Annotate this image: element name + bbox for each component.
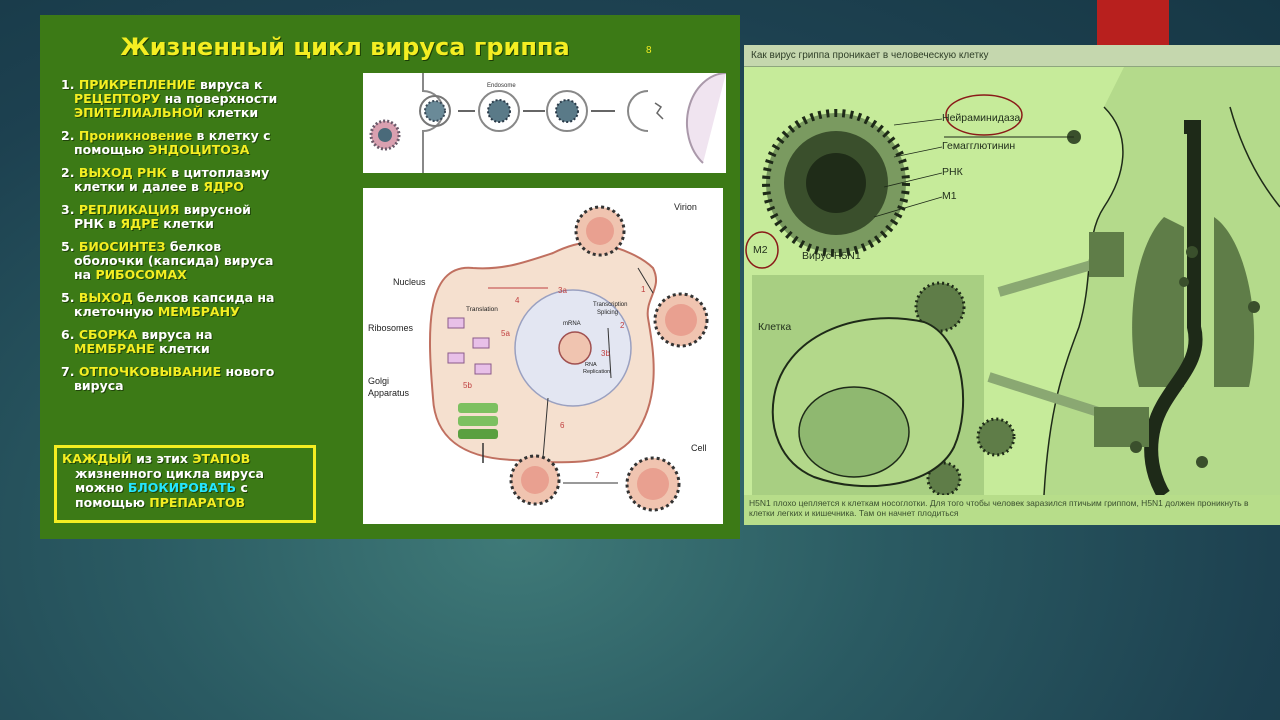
hemagglutinin-label: Гемагглютинин [942,140,1016,152]
rna-replication-label-2: Replication [583,369,610,375]
infection-footer: H5N1 плохо цепляется к клеткам носоглотк… [744,495,1280,525]
virion-label: Virion [674,202,697,212]
ribosomes-label: Ribosomes [368,323,414,333]
step-4-label: 4 [515,296,520,305]
step-7-label: 7 [595,471,600,480]
virion-icon [914,281,966,333]
translation-label: Translation [466,306,498,313]
note-line: жизненного цикла вируса [75,465,264,481]
note-line: можно БЛОКИРОВАТЬ с [75,480,248,495]
virion-icon [926,461,962,495]
neuraminidase-label: Нейраминидаза [942,112,1021,124]
neuraminidase-highlight [945,94,1023,136]
endosome-label: Endosome [487,83,516,89]
step-3b-label: 3b [601,349,610,358]
mrna-label: mRNA [563,321,581,327]
m2-label: М2 [753,244,768,256]
lifecycle-diagram: Virion Nucleus Ribosomes Golgi Apparatus… [363,188,723,524]
note-line: КАЖДЫЙ из этих ЭТАПОВ [62,451,251,466]
note-line: помощью ПРЕПАРАТОВ [75,494,246,510]
splicing-label: Splicing [597,310,618,316]
step-5b-label: 5b [463,381,472,390]
step-2-label: 2 [620,321,625,330]
transcription-label: Transcription [593,302,627,308]
step-1-label: 1 [641,285,646,294]
m2-highlight [745,231,779,269]
golgi-label-2: Apparatus [368,388,410,398]
infection-illustration [744,67,1280,495]
rna-label: РНК [942,166,963,178]
cell-label: Cell [691,443,707,453]
virion-icon [976,417,1016,457]
step-5a-label: 5a [501,329,510,338]
accent-rectangle [1097,0,1169,48]
endocytosis-illustration: Endosome [363,72,727,173]
blocking-note: КАЖДЫЙ из этих ЭТАПОВ жизненного цикла в… [54,445,316,523]
nucleus-label: Nucleus [393,277,426,287]
step-3a-label: 3a [558,286,567,295]
page-title: Жизненный цикл вируса гриппа [120,33,570,61]
step-6-label: 6 [560,421,565,430]
infection-header: Как вирус гриппа проникает в человеческу… [744,45,1280,67]
m1-label: М1 [942,190,957,202]
lifecycle-panel: Жизненный цикл вируса гриппа 8 1. ПРИКРЕ… [40,15,740,539]
slide-number: 8 [646,45,652,56]
golgi-label: Golgi [368,376,389,386]
cell-label: Клетка [758,321,792,333]
infection-panel: Как вирус гриппа проникает в человеческу… [744,45,1280,525]
virus-h5n1-label: Вирус H5N1 [802,250,861,262]
rna-replication-label: RNA [585,362,597,368]
